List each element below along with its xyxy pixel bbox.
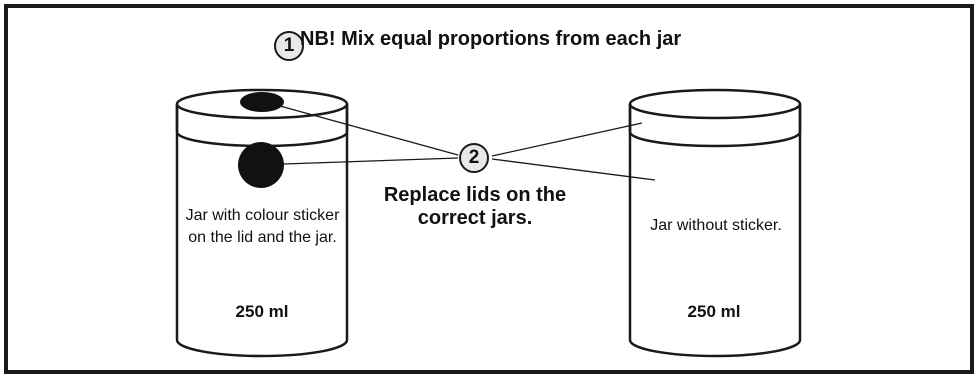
diagram-frame [4, 4, 974, 374]
step-1-badge: 1 [274, 31, 304, 61]
right-jar-lid-top [628, 88, 802, 120]
step-2-badge: 2 [459, 143, 489, 173]
callout-lines [279, 105, 656, 181]
left-jar-volume: 250 ml [235, 302, 289, 321]
callout-line-lid-sticker [279, 105, 459, 156]
left-jar-description: Jar with colour sticker on the lid and t… [185, 207, 340, 246]
callout-line-right-lid [491, 122, 643, 157]
heading-text: NB! Mix equal proportions from each jar [300, 28, 682, 50]
right-jar-lid-band [628, 104, 802, 148]
right-jar-body [628, 104, 802, 358]
right-jar-description: Jar without sticker. [650, 217, 782, 234]
left-jar-body [175, 104, 349, 358]
right-jar-volume: 250 ml [687, 302, 741, 321]
replace-lids-instruction: Replace lids on the correct jars. [383, 184, 567, 229]
callout-line-jar-sticker [283, 157, 459, 165]
callout-line-right-jar [491, 158, 656, 181]
right-jar [628, 88, 802, 358]
jar-sticker [238, 142, 284, 188]
lid-sticker [240, 92, 284, 112]
